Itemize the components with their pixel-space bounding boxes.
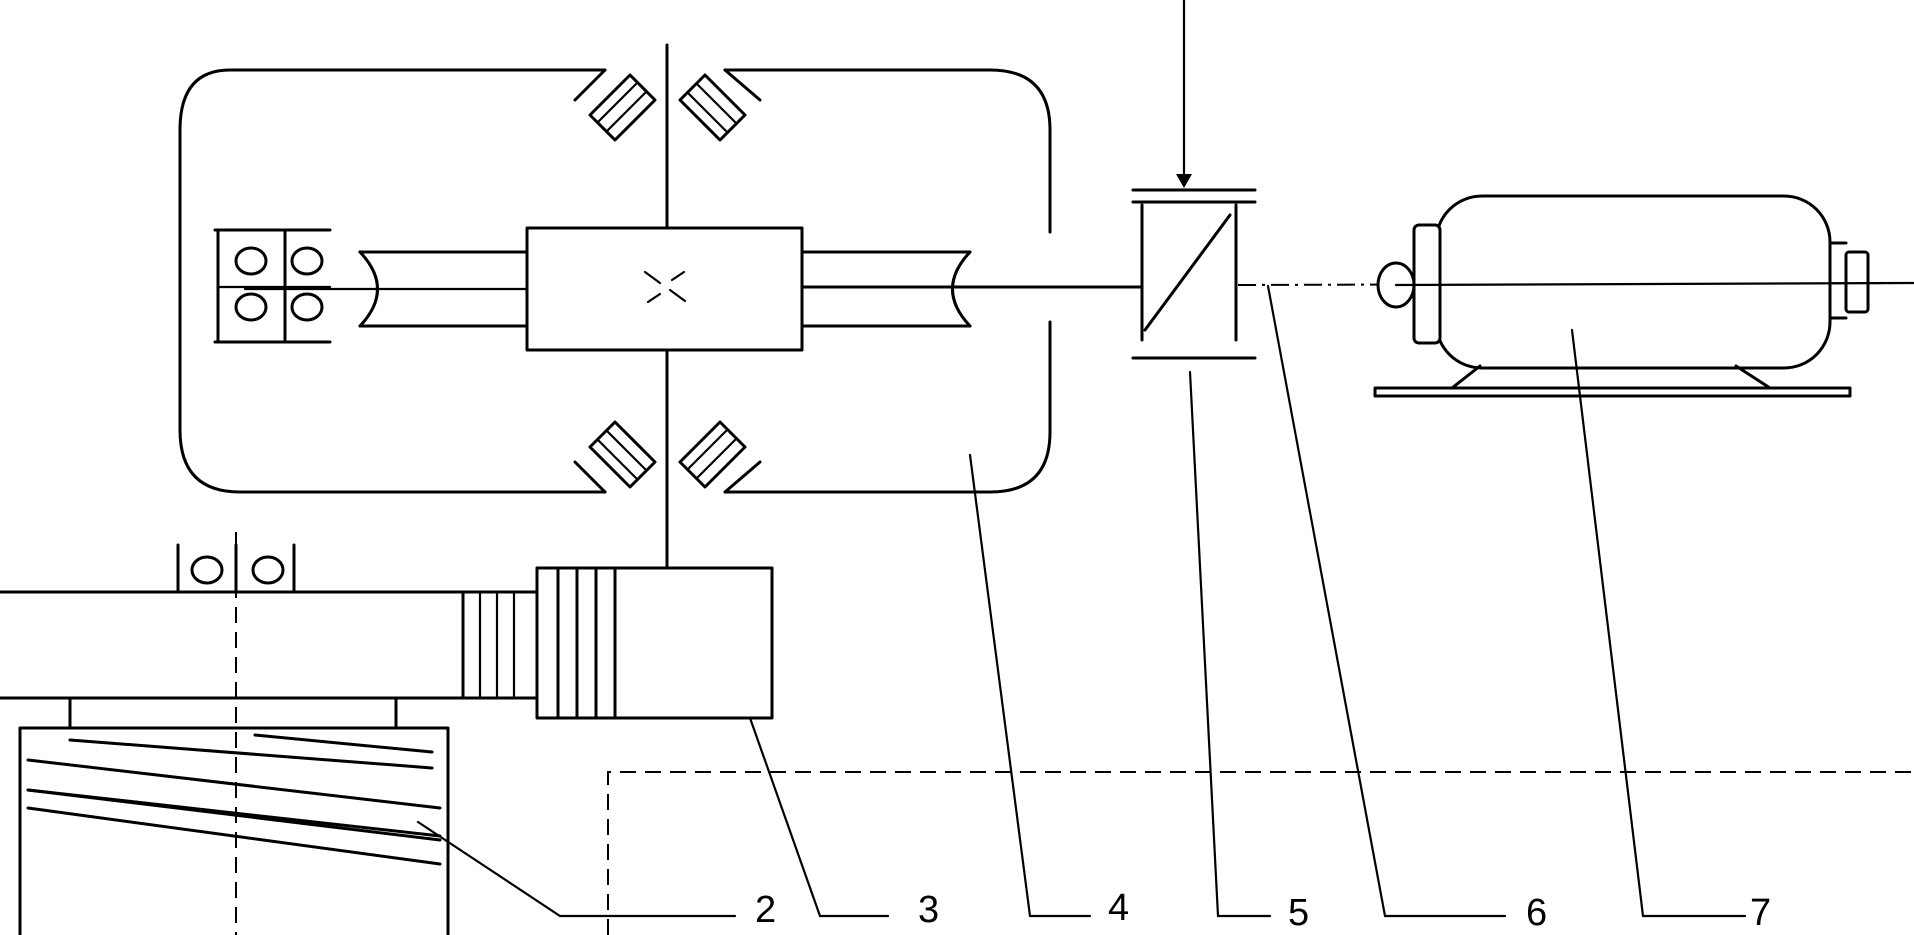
label-5: 5	[1288, 892, 1309, 934]
drum-ribs	[556, 566, 617, 720]
right-horizontal-shaft	[800, 250, 1142, 328]
label-6: 6	[1526, 892, 1547, 934]
lower-frame	[0, 543, 542, 700]
label-2: 2	[755, 889, 776, 931]
gearbox-housing	[178, 68, 1052, 494]
central-gear-block	[525, 226, 804, 352]
left-horizontal-shaft	[243, 250, 529, 328]
frame-mounts	[68, 696, 398, 730]
roller-bearing-group	[213, 228, 332, 344]
label-3: 3	[918, 889, 939, 931]
label-7: 7	[1750, 892, 1771, 934]
leader-lines	[416, 284, 1747, 918]
drum-part-3	[535, 566, 774, 720]
top-bearings	[588, 73, 747, 142]
electric-motor	[1373, 194, 1914, 398]
gear-cross-mark	[643, 270, 687, 304]
bottom-bearings	[588, 420, 747, 489]
input-arrow	[1176, 0, 1192, 188]
coupling	[1131, 188, 1257, 360]
dashed-boundary	[607, 771, 1914, 935]
screw-housing	[18, 726, 450, 935]
label-4: 4	[1108, 887, 1129, 929]
spline-sleeve	[461, 590, 542, 700]
